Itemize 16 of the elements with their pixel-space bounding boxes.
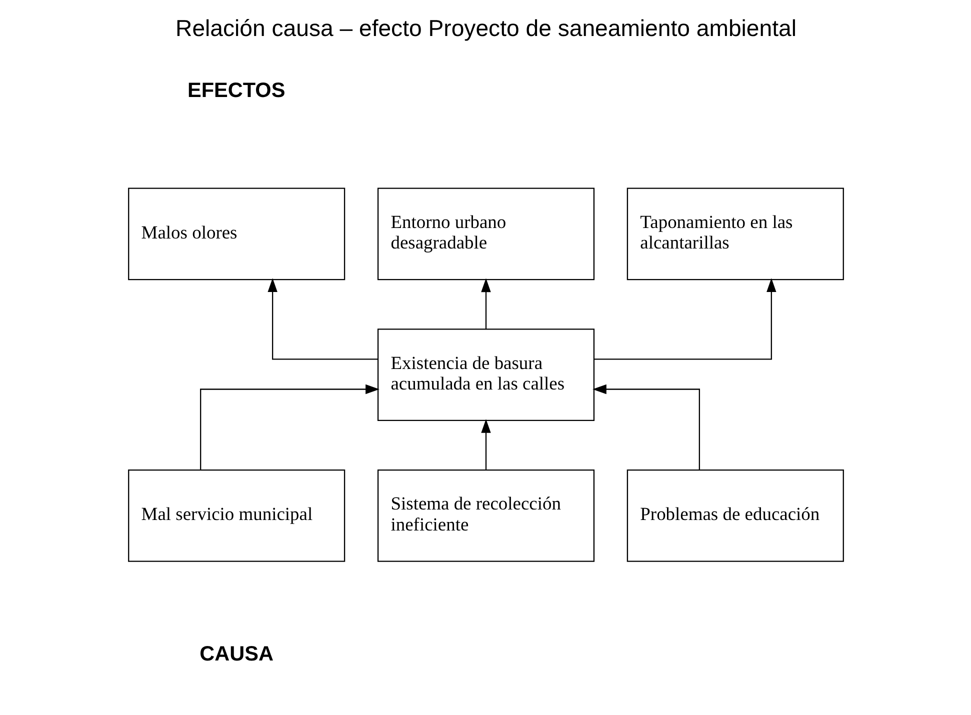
node-box: Malos olores [128,188,345,280]
arrow [480,419,490,470]
node-box: Problemas de educación [626,470,844,562]
label: CAUSA [199,642,273,666]
arrow [267,278,378,360]
arrow [594,278,776,360]
node-box: Mal servicio municipal [128,470,345,562]
arrow [480,278,490,330]
label: EFECTOS [187,79,285,102]
arrow [592,384,700,470]
arrow [200,384,379,470]
node-box: Sistema de recolección ineficiente [376,470,594,562]
node-box: Existencia de basura acumulada en las calles [376,328,594,421]
node-box: Taponamiento en las alcantarillas [626,188,844,280]
node-box: Entorno urbano desagradable [376,188,594,280]
diagram-title: Relación causa – efecto Proyecto de saneamiento ambiental [175,14,796,41]
